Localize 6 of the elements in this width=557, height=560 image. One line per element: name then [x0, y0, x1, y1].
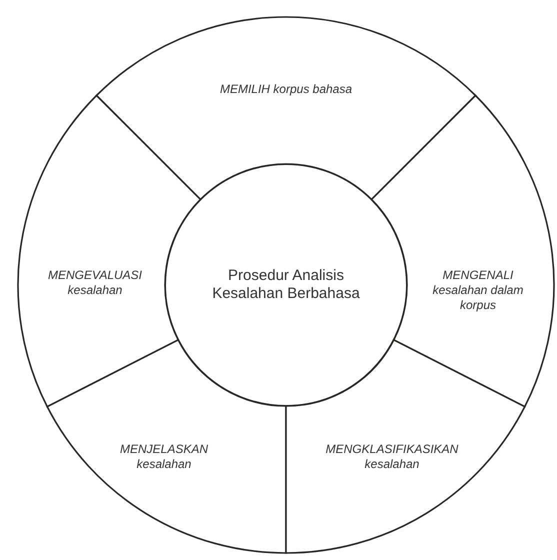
step-label: MENJELASKAN kesalahan [118, 442, 210, 472]
step-label: MENGEVALUASI kesalahan [46, 268, 144, 298]
step-label: MEMILIH korpus bahasa [218, 82, 354, 97]
step-label: MENGENALI kesalahan dalam korpus [432, 268, 524, 313]
center-title: Prosedur Analisis Kesalahan Berbahasa [211, 267, 361, 303]
step-label: MENGKLASIFIKASIKAN kesalahan [324, 442, 460, 472]
